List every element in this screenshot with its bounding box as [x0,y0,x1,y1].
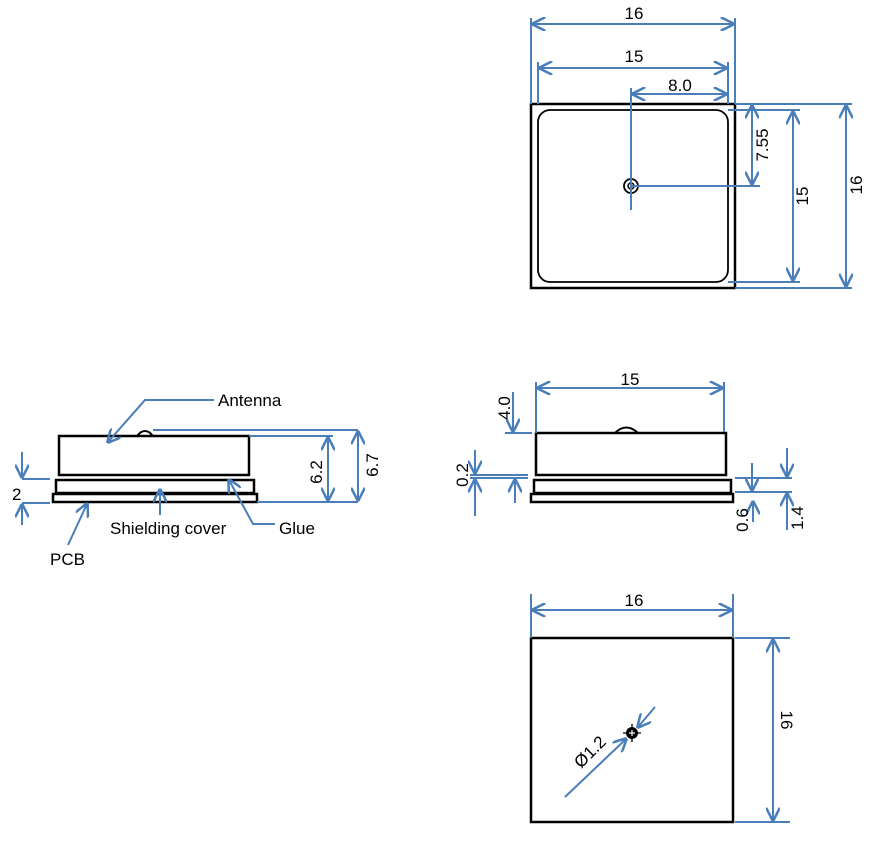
bottom-view: 16 16 Ø1.2 [529,591,796,824]
pcb-body [51,492,259,504]
shielding-cover-body [54,478,256,495]
dim-body-height: 6.2 [307,460,326,484]
dim-feed-x: 8.0 [668,76,692,95]
shielding-cover-body [532,478,733,495]
dim-total-height: 6.7 [363,453,382,477]
side-view-right: 15 4.0 0.2 0.6 1.4 [453,370,807,532]
label-antenna: Antenna [218,391,282,410]
dim-feed-y: 7.55 [753,128,772,161]
pcb-body [529,492,735,504]
label-shielding-cover: Shielding cover [110,519,227,538]
antenna-body [534,431,728,477]
dim-height-inner: 15 [793,187,812,206]
dim-width-inner: 15 [625,47,644,66]
dim-width: 16 [625,591,644,610]
feed-pin [614,426,639,434]
antenna-body [57,434,251,477]
dim-shield-height: 1.4 [788,506,807,530]
label-glue: Glue [279,519,315,538]
side-view-left: Antenna Shielding cover Glue PCB 2 6.2 6… [12,391,382,569]
dim-feed-height: 4.0 [495,396,514,420]
dim-base-height: 2 [12,485,21,504]
dim-height: 16 [777,711,796,730]
patch-outline [537,109,729,283]
feed-hole-icon [623,724,641,742]
dim-height-outer: 16 [847,176,866,195]
dim-glue-gap: 0.2 [453,463,472,487]
dim-pcb-thickness: 0.6 [733,508,752,532]
label-pcb: PCB [50,550,85,569]
dim-width-outer: 16 [625,4,644,23]
top-outline [529,102,737,290]
dim-width: 15 [621,370,640,389]
top-view: 16 15 8.0 7.55 15 16 [529,4,866,290]
